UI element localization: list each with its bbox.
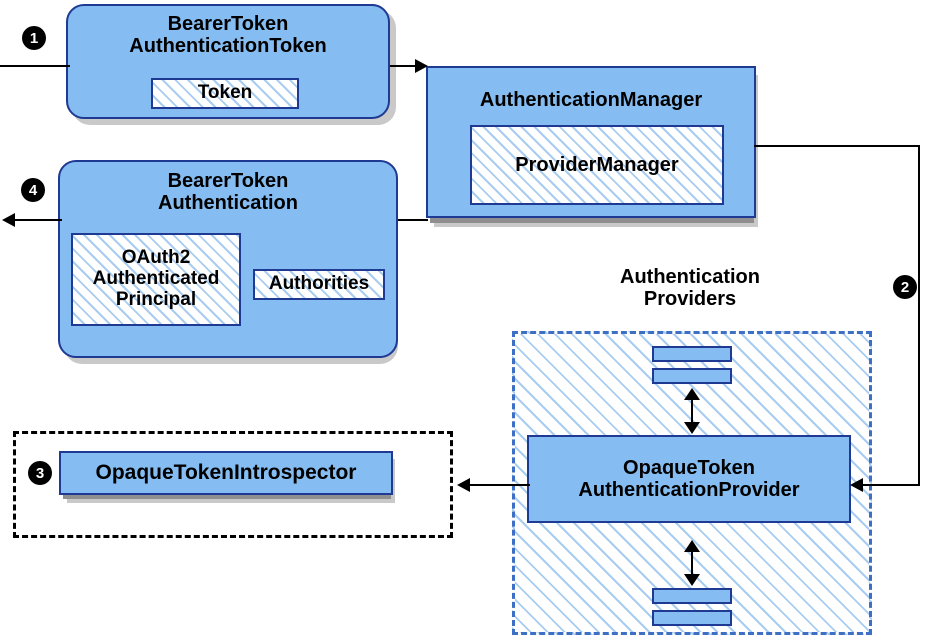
node-opaque-token-authentication-provider[interactable]: OpaqueToken AuthenticationProvider xyxy=(527,435,851,523)
inner-token[interactable]: Token xyxy=(151,78,299,109)
inner-oauth2-authenticated-principal[interactable]: OAuth2 Authenticated Principal xyxy=(71,233,241,326)
provider-to-introspector-line xyxy=(470,484,530,486)
provider-stub-bottom-bar-2 xyxy=(652,610,732,626)
provider-stub-top-arrow-up xyxy=(684,388,700,400)
inner-provider-manager[interactable]: ProviderManager xyxy=(470,125,724,205)
incoming-request-line xyxy=(0,65,70,67)
authentication-manager-title: AuthenticationManager xyxy=(479,89,703,111)
badge-step-4: 4 xyxy=(21,178,45,202)
manager-to-provider-arrowhead xyxy=(850,478,863,492)
badge-step-1: 1 xyxy=(22,26,46,50)
provider-stub-top-bar-1 xyxy=(652,346,732,362)
provider-stub-bottom-arrow-down xyxy=(684,574,700,586)
token-to-manager-line xyxy=(390,65,418,67)
provider-to-introspector-arrowhead xyxy=(457,478,470,492)
node-bearer-token-authentication-token[interactable]: BearerToken AuthenticationToken xyxy=(66,4,390,119)
node-opaque-token-introspector[interactable]: OpaqueTokenIntrospector xyxy=(59,451,393,495)
bearer-token-authentication-token-title: BearerToken AuthenticationToken xyxy=(129,13,327,58)
manager-to-provider-line-vertical xyxy=(918,145,920,486)
bearer-token-authentication-title: BearerToken Authentication xyxy=(158,170,298,215)
provider-stub-top-connector xyxy=(691,394,693,430)
badge-step-2: 2 xyxy=(893,275,917,299)
provider-stub-bottom-connector xyxy=(691,546,693,582)
manager-to-provider-line-bottom xyxy=(862,484,920,486)
authentication-out-arrowhead xyxy=(2,213,15,227)
provider-stub-top-arrow-down xyxy=(684,422,700,434)
provider-stub-bottom-arrow-up xyxy=(684,540,700,552)
authentication-out-line xyxy=(14,219,62,221)
provider-stub-top-bar-2 xyxy=(652,368,732,384)
token-to-manager-arrowhead xyxy=(415,59,428,73)
badge-step-3: 3 xyxy=(28,461,52,485)
inner-authorities[interactable]: Authorities xyxy=(253,269,385,300)
manager-to-provider-line-top xyxy=(754,145,920,147)
region-opaque-token-introspector xyxy=(13,431,453,538)
provider-stub-bottom-bar-1 xyxy=(652,588,732,604)
opaque-token-introspector-title: OpaqueTokenIntrospector xyxy=(95,461,357,485)
manager-to-authentication-line xyxy=(398,219,428,221)
opaque-token-authentication-provider-title: OpaqueToken AuthenticationProvider xyxy=(578,456,800,501)
authentication-providers-label: Authentication Providers xyxy=(620,266,760,311)
